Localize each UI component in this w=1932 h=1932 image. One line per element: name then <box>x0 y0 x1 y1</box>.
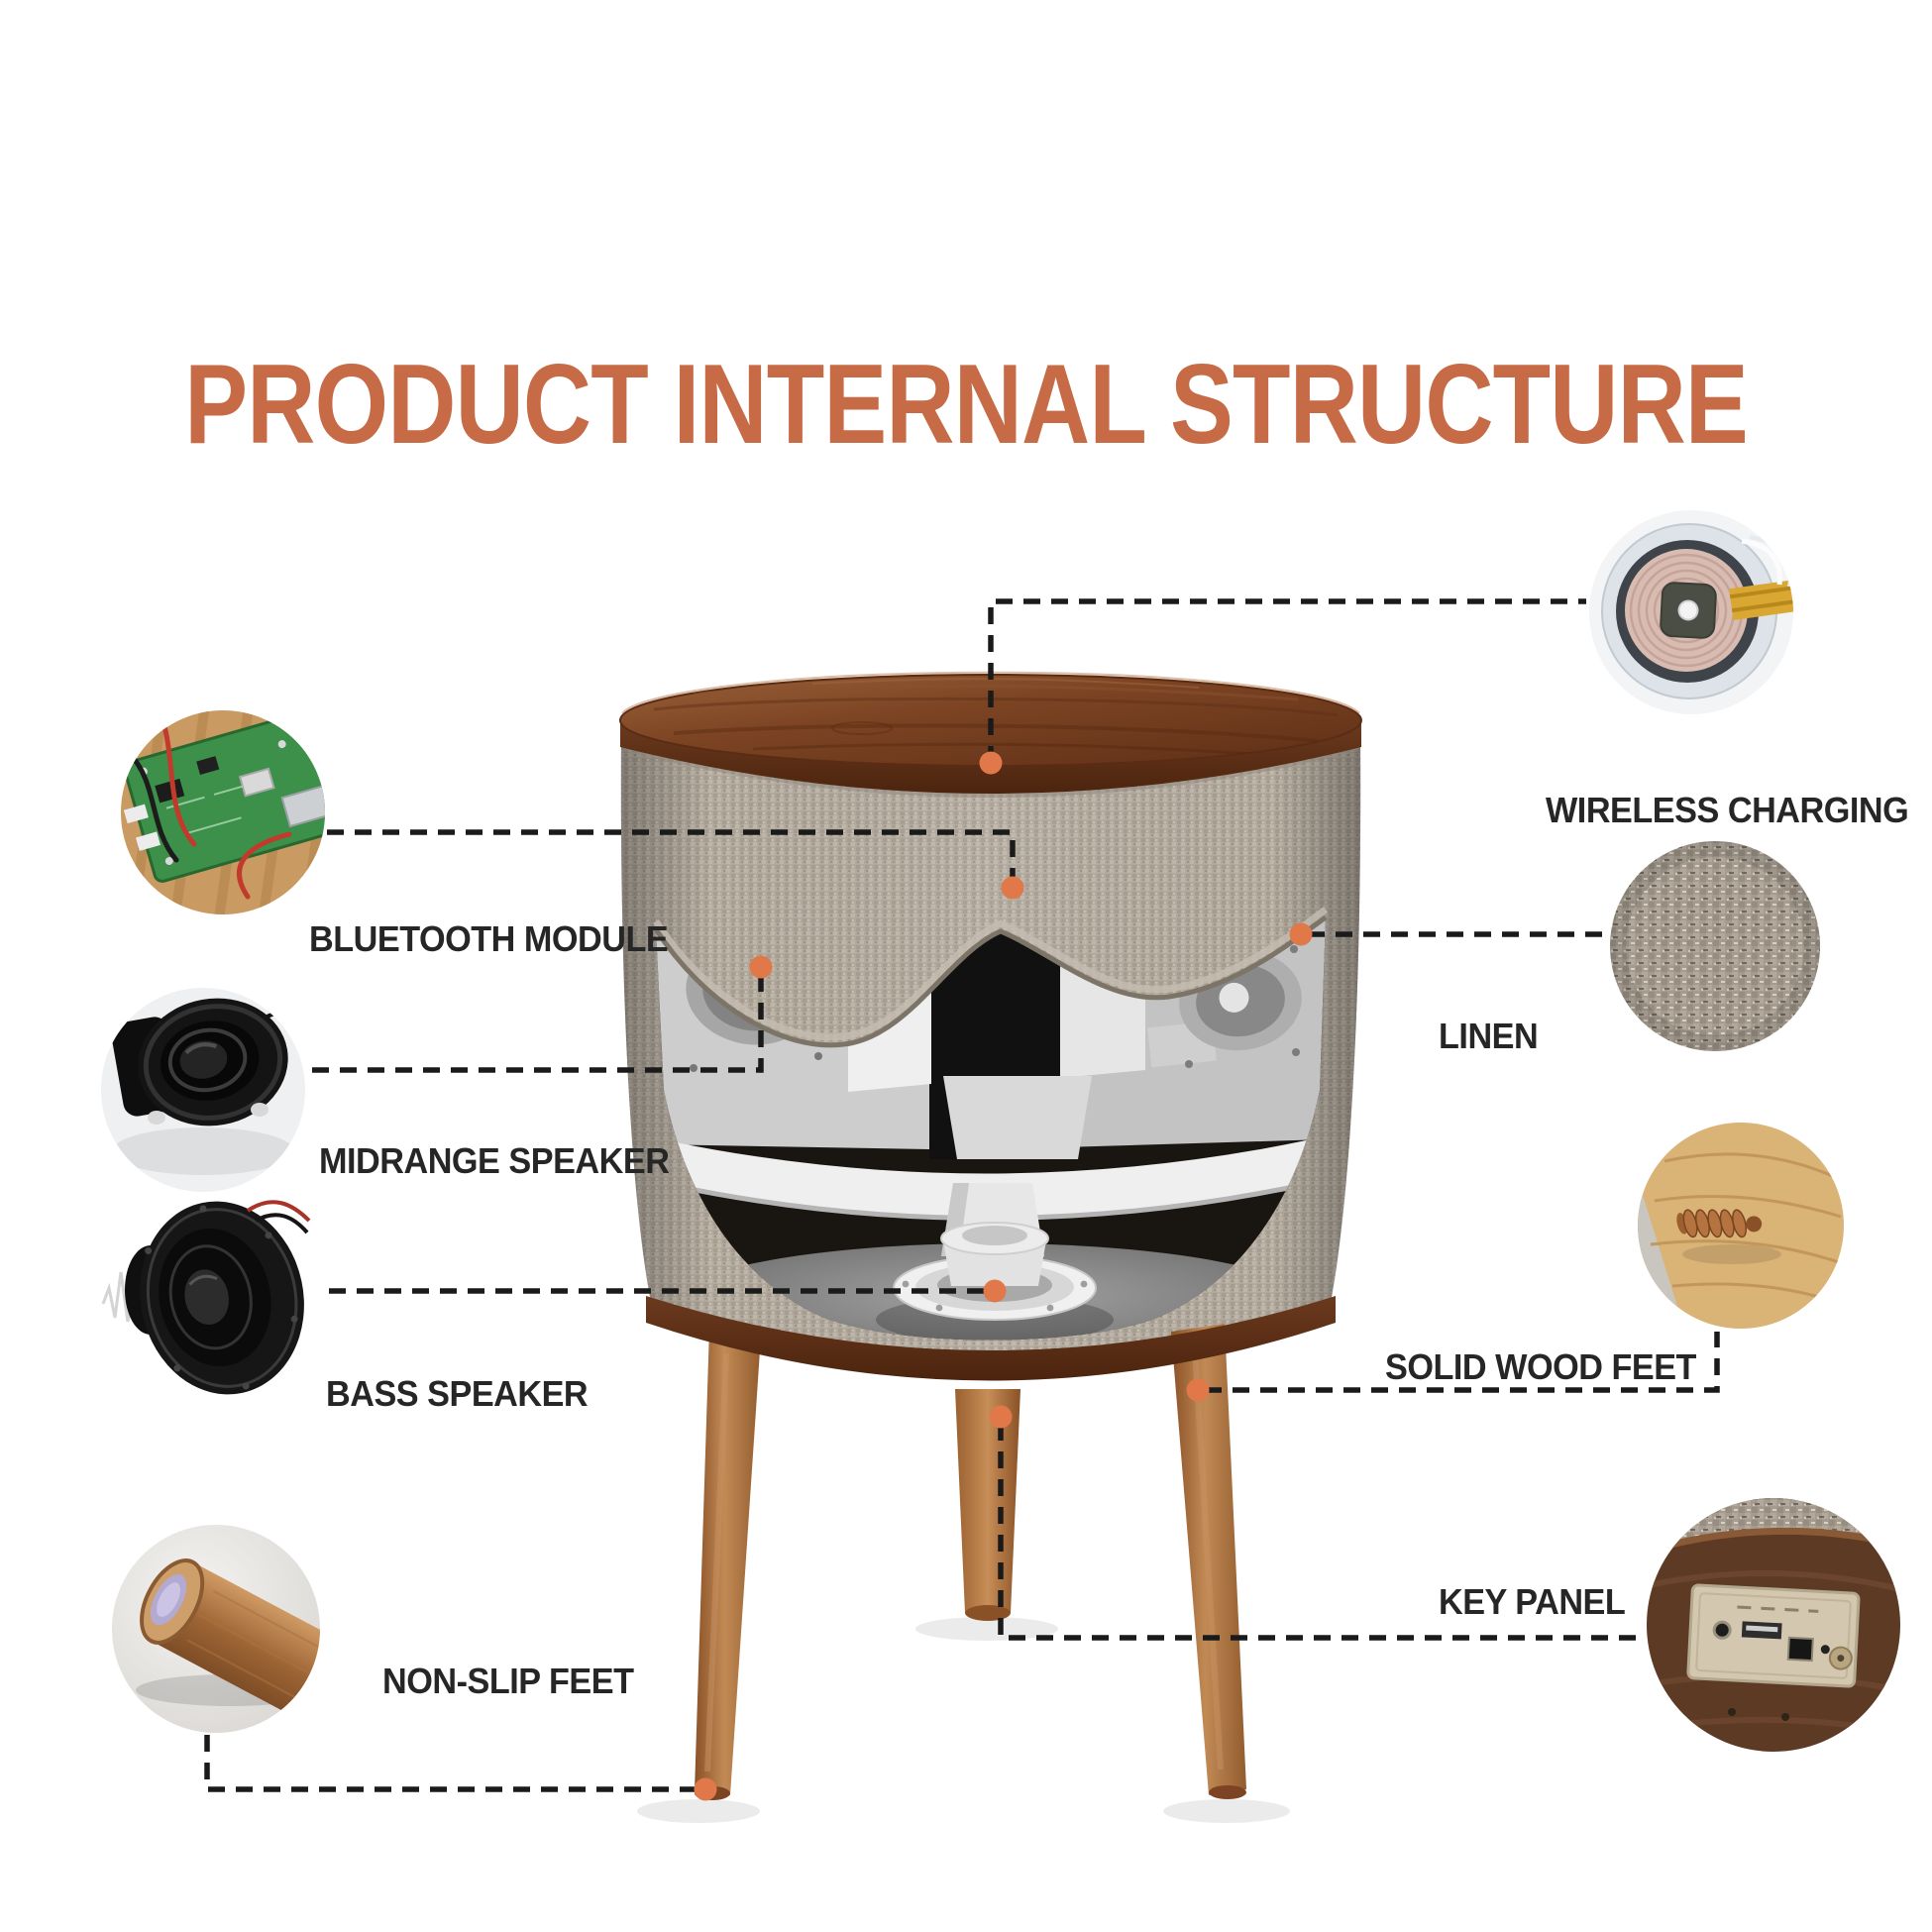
callout-dot <box>1289 922 1313 946</box>
leg-shadow <box>915 1617 1058 1641</box>
leg-shadow <box>1163 1799 1290 1823</box>
label-midrange-speaker: MIDRANGE SPEAKER <box>319 1140 670 1181</box>
charging-coil-photo <box>1589 510 1793 714</box>
port-panel-photo <box>1647 1498 1900 1752</box>
fabric-drape-edge <box>653 914 1328 1048</box>
callout-dot <box>749 955 773 979</box>
label-wireless-charging: WIRELESS CHARGING <box>1546 790 1909 830</box>
wooden-legs <box>695 1324 1246 1800</box>
circuit-board-photo <box>121 710 325 914</box>
callout-dot <box>979 751 1003 775</box>
callout-dot <box>983 1279 1007 1303</box>
label-non-slip-feet: NON-SLIP FEET <box>382 1661 634 1701</box>
wireless-charging-line <box>988 598 1586 763</box>
bluetooth-module-line <box>327 829 1016 880</box>
leg-shadow <box>637 1799 760 1823</box>
callout-dots <box>694 751 1313 1801</box>
callout-lines <box>204 598 1720 1792</box>
callout-dot <box>1001 876 1024 900</box>
bottom-wood-rim <box>646 1296 1336 1381</box>
label-bass-speaker: BASS SPEAKER <box>326 1373 589 1414</box>
fabric-drape-edge <box>653 907 1329 1041</box>
callout-dot <box>989 1405 1013 1429</box>
midrange-driver-photo <box>101 988 305 1192</box>
label-bluetooth-module: BLUETOOTH MODULE <box>309 918 669 959</box>
product-photo <box>619 671 1362 1823</box>
label-linen: LINEN <box>1439 1016 1539 1056</box>
linen-fabric-photo <box>1610 841 1820 1051</box>
title-bar: PRODUCT INTERNAL STRUCTURE <box>0 349 1932 462</box>
leg-felt-pad-photo <box>112 1525 320 1733</box>
wood-screw-photo <box>1638 1123 1844 1329</box>
midrange-speaker-line <box>309 975 764 1073</box>
label-solid-wood-feet: SOLID WOOD FEET <box>1385 1346 1696 1387</box>
callout-dot <box>694 1777 717 1801</box>
page-title: PRODUCT INTERNAL STRUCTURE <box>184 342 1749 468</box>
bass-driver-photo <box>101 1200 311 1395</box>
solid-wood-feet-line <box>1205 1332 1720 1393</box>
non-slip-feet-line <box>204 1735 698 1792</box>
internal-bass-driver <box>876 1222 1114 1341</box>
key-panel-line <box>998 1424 1647 1641</box>
callout-dot <box>1186 1378 1210 1402</box>
label-key-panel: KEY PANEL <box>1439 1581 1626 1622</box>
